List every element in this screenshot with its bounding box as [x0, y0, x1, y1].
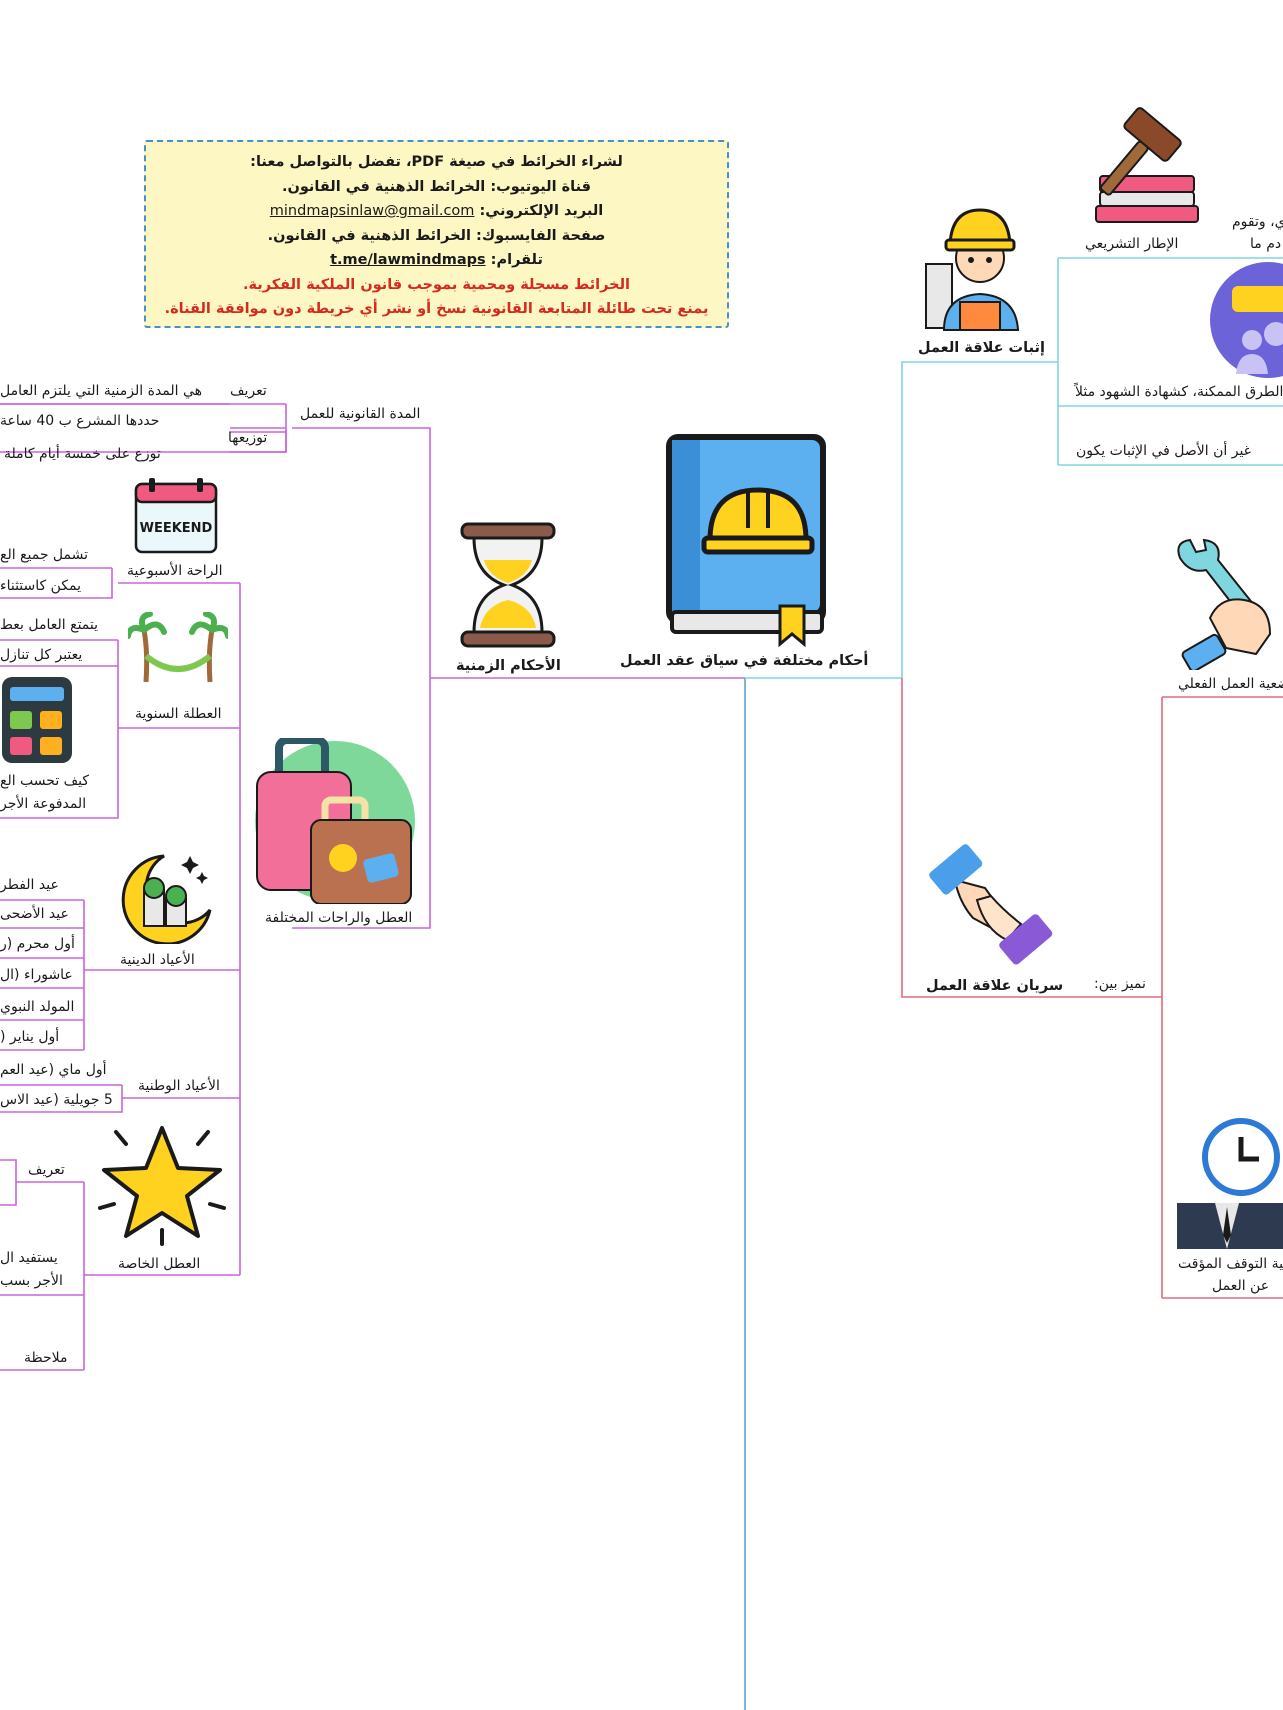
law-book-hard-hat-icon	[666, 434, 826, 648]
legal-duration-dist-item2: توزع على خمسة أيام كاملة	[4, 446, 161, 462]
weekly-rest-item1: تشمل جميع الع	[0, 547, 89, 563]
center-title: أحكام مختلفة في سياق عقد العمل	[620, 653, 869, 669]
legal-duration-definition-text: هي المدة الزمنية التي يلتزم العامل	[0, 383, 203, 399]
annual-leave-title: العطلة السنوية	[135, 706, 222, 722]
validity-title: سريان علاقة العمل	[926, 978, 1064, 994]
legislative-title: الإطار التشريعي	[1085, 236, 1179, 252]
notice-line-youtube: قناة اليوتيوب: الخرائط الذهنية في القانو…	[281, 178, 592, 195]
time-rules-title: الأحكام الزمنية	[456, 658, 561, 674]
religious-item-1: عيد الفطر	[0, 877, 59, 893]
national-item-2: 5 جويلية (عيد الاس	[0, 1092, 113, 1108]
actual-work-text: وضعية العمل الفعلي	[1178, 676, 1283, 692]
wrench-hand-icon	[1177, 538, 1272, 670]
suspension-line1: وضعية التوقف المؤقت	[1178, 1256, 1283, 1272]
annual-leave-item2: يعتبر كل تنازل	[0, 647, 83, 663]
legal-duration-definition-label: تعريف	[230, 383, 267, 399]
notice-line-facebook: صفحة الفايسبوك: الخرائط الذهنية في القان…	[267, 227, 606, 244]
notice-email-label: البريد الإلكتروني:	[479, 203, 604, 219]
validity-distinguish: نميز بين:	[1094, 976, 1146, 992]
legal-duration-title: المدة القانونية للعمل	[300, 406, 421, 422]
palm-hammock-icon	[128, 612, 228, 683]
proof-title: إثبات علاقة العمل	[918, 340, 1045, 356]
religious-item-4: عاشوراء (ال	[0, 967, 73, 983]
hourglass-icon	[460, 522, 556, 648]
handshake-icon	[929, 844, 1053, 965]
special-note-label: ملاحظة	[24, 1350, 68, 1366]
rating-people-icon	[1210, 262, 1283, 378]
weekly-rest-item2: يمكن كاستثناء	[0, 578, 82, 594]
notice-line-telegram: تلقرام: t.me/lawmindmaps	[146, 248, 727, 273]
contact-notice: لشراء الخرائط في صيغة PDF، تفضل بالتواصل…	[144, 140, 729, 328]
crescent-mosque-icon	[121, 854, 212, 944]
annual-leave-item1: يتمتع العامل بعط	[0, 617, 99, 633]
weekly-rest-title: الراحة الأسبوعية	[127, 563, 223, 579]
religious-title: الأعياد الدينية	[120, 952, 195, 968]
notice-line-email: البريد الإلكتروني: mindmapsinlaw@gmail.c…	[146, 199, 727, 224]
star-icon	[98, 1126, 226, 1246]
special-definition-label: تعريف	[28, 1162, 65, 1178]
notice-email-link[interactable]: mindmapsinlaw@gmail.com	[269, 203, 475, 219]
weekend-calendar-icon: WEEKEND	[134, 478, 218, 554]
suspension-line2: عن العمل	[1212, 1278, 1270, 1294]
national-title: الأعياد الوطنية	[138, 1078, 220, 1094]
branch-holidays	[90, 582, 241, 1276]
calc-line1: كيف تحسب الع	[0, 773, 90, 789]
proof-top-text-2: دم ما	[1250, 236, 1282, 252]
legal-duration-distribution-label: توزيعها	[228, 430, 268, 446]
clock-worker-icon	[1177, 1118, 1283, 1249]
religious-item-6: أول يناير (	[0, 1029, 60, 1045]
branch-proof	[745, 257, 1283, 679]
notice-line-copyright: الخرائط مسجلة ومحمية بموجب قانون الملكية…	[242, 276, 631, 293]
principle-text: غير أن الأصل في الإثبات يكون	[1076, 443, 1251, 459]
legal-duration-dist	[230, 427, 287, 453]
notice-telegram-link[interactable]: t.me/lawmindmaps	[330, 252, 486, 268]
national-item-1: أول ماي (عيد العم	[0, 1062, 107, 1078]
notice-telegram-label: تلقرام:	[490, 252, 543, 268]
special-benefit-line1: يستفيد ال	[0, 1250, 58, 1266]
special-benefit-line2: الأجر بسب	[0, 1273, 63, 1289]
witness-text: الطرق الممكنة، كشهادة الشهود مثلاً	[1075, 384, 1283, 400]
svg-text:WEEKEND: WEEKEND	[140, 521, 213, 536]
religious-item-3: أول محرم (ر	[0, 936, 75, 952]
notice-line-warning: يمنع تحت طائلة المتابعة القانونية نسخ أو…	[164, 301, 709, 317]
religious-item-2: عيد الأضحى	[0, 906, 69, 922]
construction-worker-icon	[925, 208, 1020, 331]
luggage-icon	[255, 738, 415, 904]
branch-time-rules	[292, 427, 745, 929]
notice-line-purchase: لشراء الخرائط في صيغة PDF، تفضل بالتواصل…	[250, 154, 623, 170]
calculator-icon	[2, 677, 72, 763]
legal-duration-dist-item1: حددها المشرع ب 40 ساعة	[0, 413, 160, 429]
proof-top-text-1: ي، وتقوم	[1232, 214, 1283, 230]
holidays-title: العطل والراحات المختلفة	[265, 910, 413, 926]
calc-line2: المدفوعة الأجر	[0, 796, 87, 812]
branch-validity	[901, 678, 1283, 1299]
special-title: العطل الخاصة	[118, 1256, 201, 1272]
religious-item-5: المولد النبوي	[0, 999, 75, 1015]
gavel-books-icon	[1095, 107, 1199, 223]
